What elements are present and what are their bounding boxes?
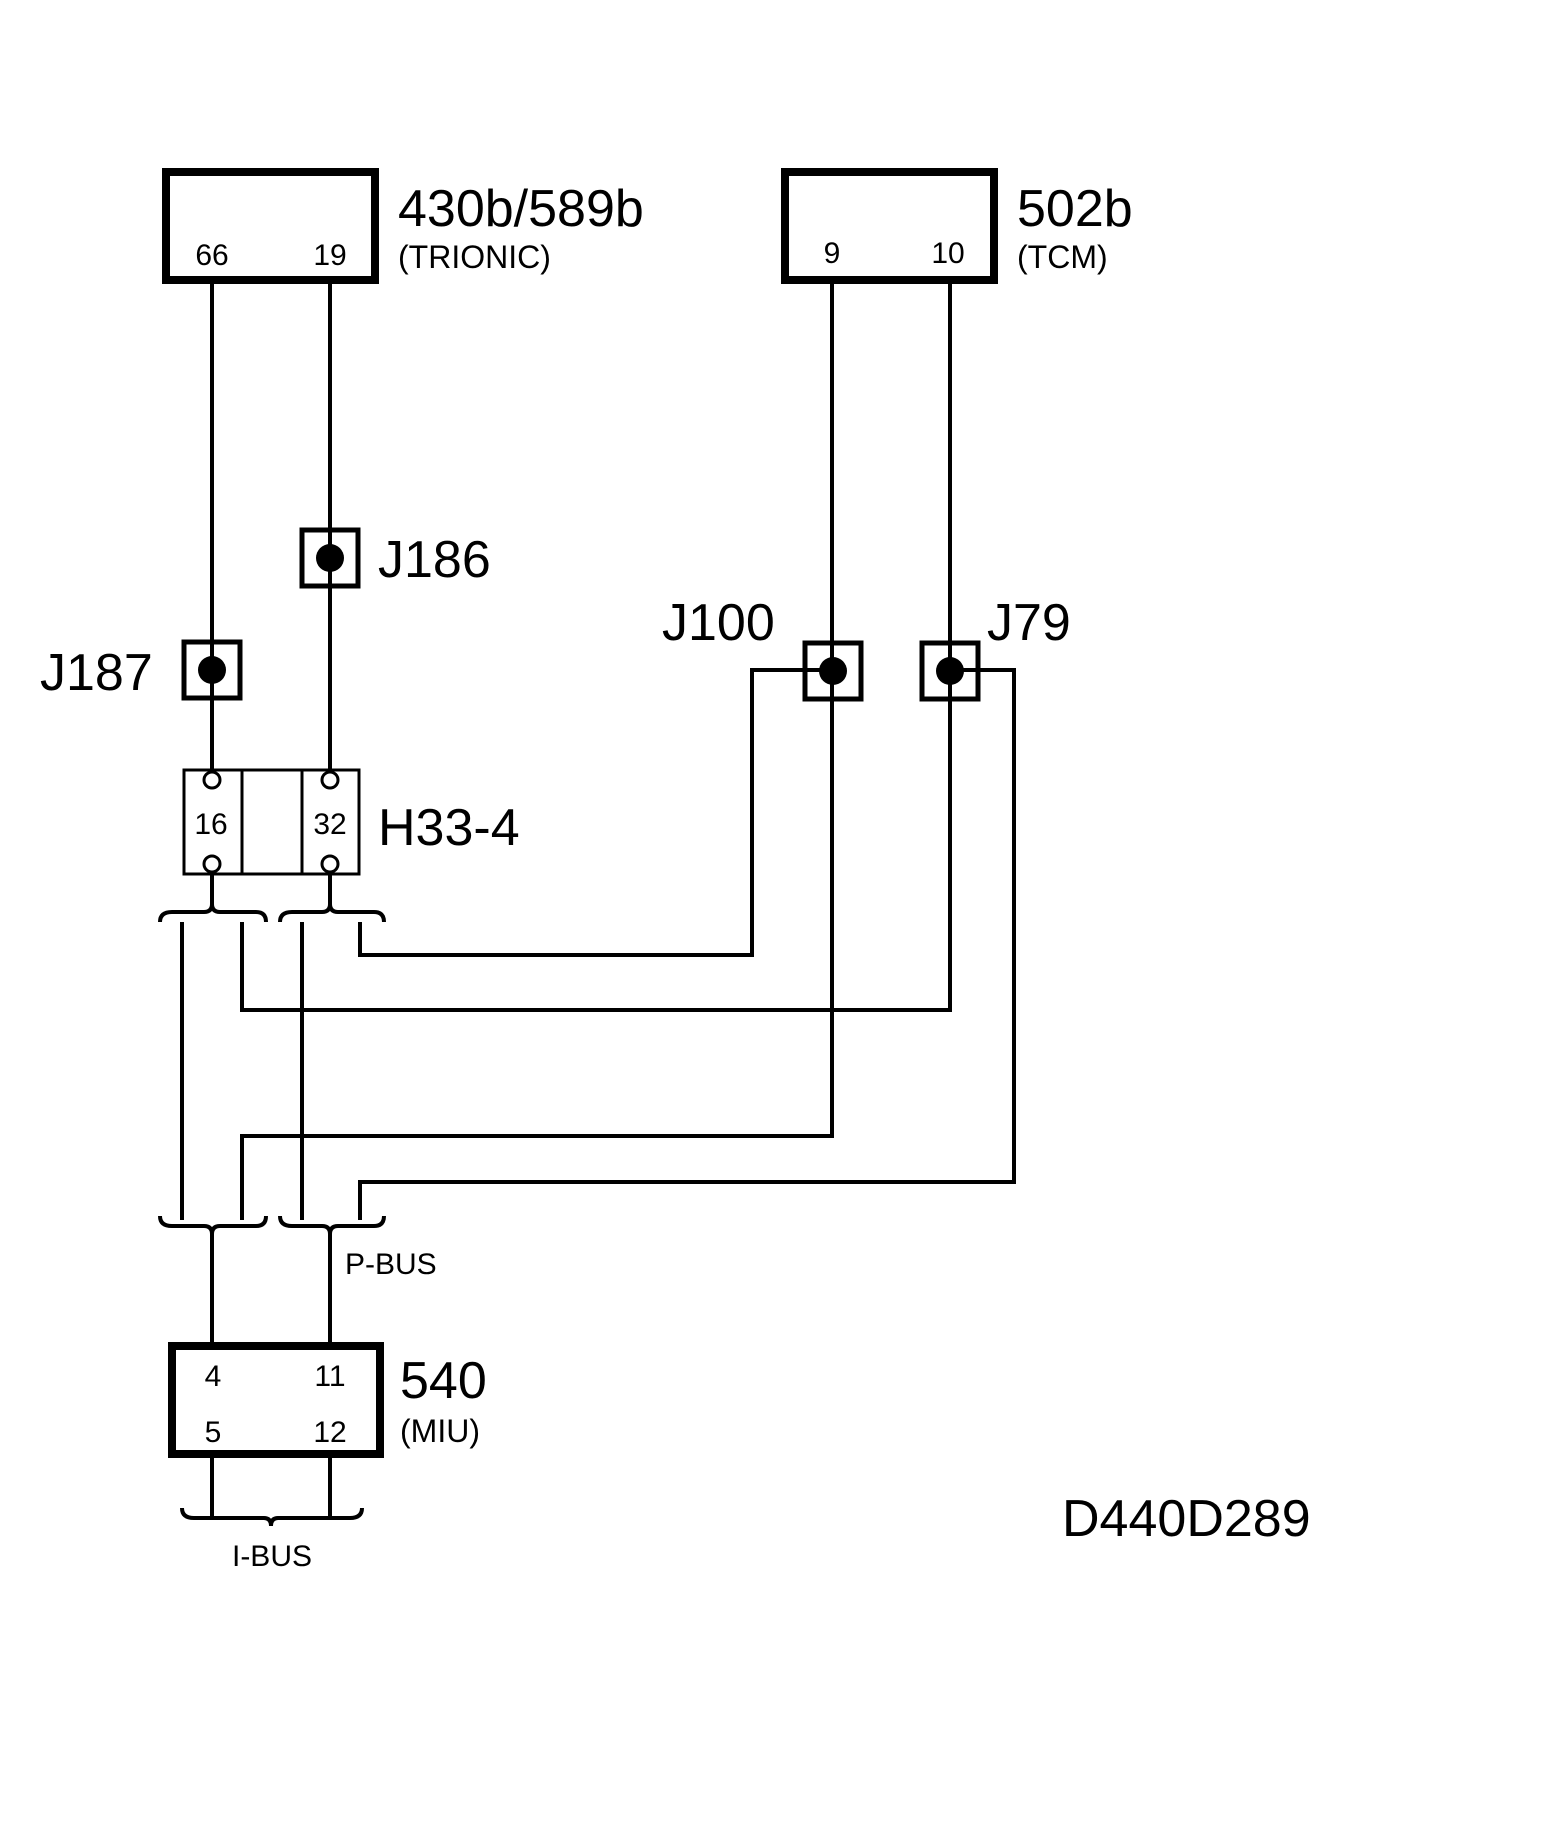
miu-pin-4: 4 bbox=[205, 1360, 222, 1393]
miu-pin-5: 5 bbox=[205, 1416, 222, 1449]
brace-ibus bbox=[180, 1507, 364, 1527]
splice-j187-box bbox=[181, 639, 243, 701]
connector-hole-32-bottom bbox=[320, 854, 340, 874]
trionic-box bbox=[162, 168, 379, 284]
miu-pin-11: 11 bbox=[314, 1360, 345, 1393]
splice-j186: J186 bbox=[299, 527, 491, 589]
brace-lower-right bbox=[278, 1215, 386, 1235]
miu-desc: (MIU) bbox=[400, 1413, 480, 1449]
tcm-box bbox=[781, 168, 998, 284]
tcm-wires bbox=[240, 284, 1016, 1220]
splice-j79-dot bbox=[936, 657, 964, 685]
pbus-label: P-BUS bbox=[345, 1248, 437, 1281]
tcm-pin-10: 10 bbox=[931, 237, 964, 270]
brace-lower-left bbox=[158, 1215, 268, 1235]
splice-j186-box bbox=[299, 527, 361, 589]
splice-j100-dot bbox=[819, 657, 847, 685]
connector-hole-32-top bbox=[320, 770, 340, 790]
brace-upper-right bbox=[278, 903, 386, 923]
wire-j100-branch bbox=[358, 668, 832, 957]
figure-code: D440D289 bbox=[1062, 1490, 1311, 1548]
pair-wires bbox=[180, 922, 304, 1220]
miu-pin-12: 12 bbox=[313, 1416, 346, 1449]
splice-j100: J100 bbox=[662, 594, 864, 702]
tcm-pin-9: 9 bbox=[824, 237, 841, 270]
wire-pin-9 bbox=[240, 284, 834, 1220]
connector-label: H33-4 bbox=[378, 799, 520, 857]
splice-j79-label: J79 bbox=[987, 594, 1071, 652]
connector-pin-16: 16 bbox=[194, 808, 227, 841]
connector-hole-16-top bbox=[202, 770, 222, 790]
brace-upper-left bbox=[158, 903, 268, 923]
splice-j79-box bbox=[919, 640, 981, 702]
miu-id: 540 bbox=[400, 1352, 487, 1410]
wire-j79-branch bbox=[358, 668, 1016, 1220]
splice-j186-dot bbox=[316, 544, 344, 572]
trionic-pin-19: 19 bbox=[313, 239, 346, 272]
trionic-id: 430b/589b bbox=[398, 180, 644, 238]
tcm-desc: (TCM) bbox=[1017, 239, 1108, 275]
lower-braces: P-BUS bbox=[158, 1215, 437, 1346]
connector-body bbox=[182, 768, 361, 876]
ibus-label: I-BUS bbox=[232, 1540, 312, 1573]
tcm-id: 502b bbox=[1017, 180, 1133, 238]
splice-j100-label: J100 bbox=[662, 594, 775, 652]
trionic-desc: (TRIONIC) bbox=[398, 239, 551, 275]
splice-j186-label: J186 bbox=[378, 531, 491, 589]
miu-box bbox=[168, 1342, 384, 1458]
connector-out-wires bbox=[210, 872, 332, 908]
ibus: I-BUS bbox=[180, 1458, 364, 1573]
splice-j187-label: J187 bbox=[40, 644, 153, 702]
splice-j79: J79 bbox=[919, 594, 1071, 702]
component-tcm: 9 10 502b (TCM) bbox=[781, 168, 1133, 284]
connector-hole-16-bottom bbox=[202, 854, 222, 874]
connector-h33-4: 16 32 H33-4 bbox=[182, 768, 520, 876]
splice-j187-dot bbox=[198, 656, 226, 684]
upper-braces bbox=[158, 903, 386, 923]
wire-pin-10 bbox=[240, 284, 952, 1012]
splice-j100-box bbox=[802, 640, 864, 702]
trionic-pin-66: 66 bbox=[195, 239, 228, 272]
splice-j187: J187 bbox=[40, 639, 243, 702]
component-miu: 4 11 5 12 540 (MIU) bbox=[168, 1342, 487, 1458]
connector-pin-32: 32 bbox=[313, 808, 346, 841]
component-trionic: 66 19 430b/589b (TRIONIC) bbox=[162, 168, 644, 284]
